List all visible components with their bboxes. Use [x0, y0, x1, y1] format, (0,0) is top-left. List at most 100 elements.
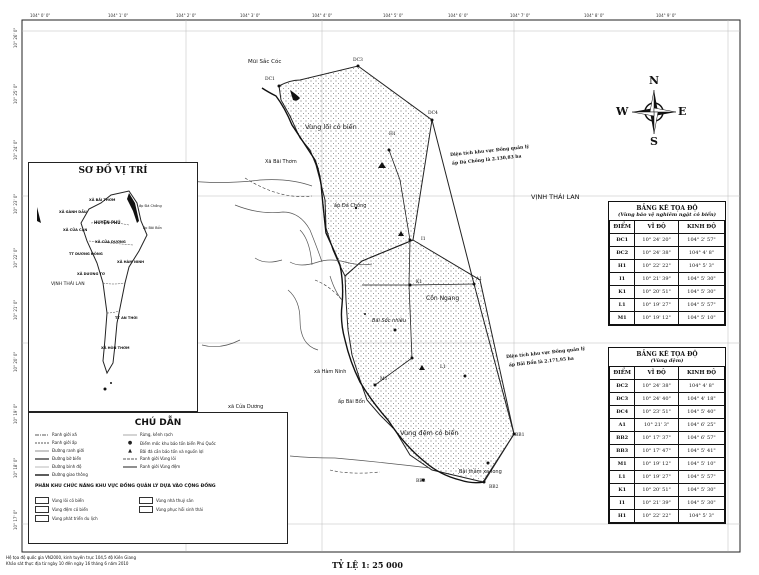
legend-zone-title: PHÂN KHU CHỨC NĂNG KHU VỰC ĐỒNG QUẢN LÝ … [35, 484, 216, 489]
compass-w: W [616, 105, 629, 118]
table-header-row: ĐIỂM VĨ ĐỘ KINH ĐỘ [608, 220, 726, 235]
legend-zone: Vùng phát triển du lịch [35, 515, 98, 522]
legend-zone: Vùng lõi cỏ biển [35, 497, 84, 504]
inset-huyen: HUYỆN PHÚ [94, 220, 121, 225]
table-subtitle: (Vùng bảo vệ nghiêm ngặt cỏ biển) [617, 212, 717, 219]
top-tick: 104° 6' 0" [448, 13, 469, 18]
buffer-boundary [431, 119, 515, 483]
top-tick: 104° 3' 0" [240, 13, 261, 18]
legend-zone: Vùng nhà thuỷ sản [139, 497, 194, 504]
footer-line-1: Hệ tọa độ quốc gia VN2000, kinh tuyến tr… [6, 555, 136, 560]
compass-s: S [650, 135, 658, 148]
legend-item: ●Điểm mốc khu bảo tồn biển Phú Quốc [123, 441, 216, 446]
point-m1: M1 [380, 377, 388, 382]
inset-an-thoi: TT AN THỚI [115, 316, 138, 320]
point-dc4: DC4 [428, 111, 438, 116]
left-tick: 10° 21' 0" [13, 299, 18, 320]
point-bb1: BB1 [515, 433, 525, 438]
label-bai-than: Bãi thẳm xa-long [459, 469, 502, 475]
left-tick: 10° 17' 0" [13, 509, 18, 530]
legend-item: Ranh giới ấp [35, 440, 77, 445]
legend-item: Đường giao thông [35, 472, 88, 477]
label-vinh-thai-lan: VỊNH THÁI LAN [531, 193, 580, 201]
legend-title: CHÚ DẪN [134, 418, 182, 428]
left-tick: 10° 20' 0" [13, 351, 18, 372]
legend-item: Đường ranh giới [35, 448, 85, 453]
label-con-ngang: Cồn Ngang [426, 295, 460, 302]
inset-xa-duong-to: XÃ DƯƠNG TƠ [77, 272, 105, 276]
table-subtitle: (Vùng đệm) [650, 358, 684, 365]
rock-markers [354, 162, 490, 465]
inset-duong-dong: TT DƯƠNG ĐÔNG [69, 252, 103, 256]
point-i1: I1 [421, 237, 426, 242]
point-dc3: DC3 [353, 58, 363, 63]
left-tick: 10° 25' 0" [13, 83, 18, 104]
marker-icon: ● [127, 440, 133, 446]
inset-xa-bai-thom: XÃ BÃI THƠM [89, 198, 116, 202]
inset-vinh-thai-lan: VỊNH THÁI LAN [51, 282, 85, 287]
label-vung-dem: Vùng đệm cỏ biển [400, 429, 459, 437]
label-mui-sac-coc: Mũi Sắc Cóc [248, 59, 282, 65]
legend-item: Ranh giới xã [35, 432, 77, 437]
inset-map [37, 190, 148, 391]
core-inner-line [374, 149, 413, 386]
left-tick: 10° 18' 0" [13, 457, 18, 478]
label-bai-soc-nhieu: Bãi Sốc nhiều [372, 318, 407, 324]
label-ap-bai-bon: ấp Bãi Bổn [338, 399, 365, 405]
top-tick: 104° 2' 0" [176, 13, 197, 18]
legend-item: Ranh giới Vùng đệm [123, 464, 181, 469]
point-k1: K1 [416, 280, 423, 285]
boundary-points [277, 64, 516, 484]
left-tick: 10° 26' 0" [13, 27, 18, 48]
legend-item: Ranh giới Vùng lõi [123, 456, 176, 461]
inset-title: SƠ ĐỒ VỊ TRÍ [78, 166, 148, 176]
inset-xa-cua-can: XÃ CỬA CẠN [63, 228, 88, 232]
label-xa-cua-duong: xã Cửa Dương [228, 404, 264, 410]
roads [179, 179, 431, 469]
table-title: BẢNG KÊ TỌA ĐỘ [636, 205, 698, 212]
left-tick: 10° 23' 0" [13, 193, 18, 214]
legend-item: ▲Bãi đá cần bảo tồn và nguồn lợi [123, 449, 203, 454]
coastline [261, 87, 485, 484]
buffer-zone [344, 239, 515, 483]
left-tick: 10° 22' 0" [13, 247, 18, 268]
point-a1: A1 [476, 277, 483, 282]
point-bb2: BB2 [489, 485, 499, 490]
point-h1: H1 [389, 132, 396, 137]
top-tick: 104° 1' 0" [108, 13, 129, 18]
label-xa-ham-ninh: xã Hàm Ninh [314, 369, 347, 375]
inset-ap-da-chong: ấp Đá Chồng [139, 204, 162, 208]
point-bb3: BB3 [416, 479, 426, 484]
top-tick: 104° 0' 0" [30, 13, 51, 18]
left-tick: 10° 24' 0" [13, 139, 18, 160]
compass-n: N [649, 74, 660, 87]
shore-small [290, 90, 300, 101]
table-title: BẢNG KÊ TỌA ĐỘ [636, 351, 698, 358]
legend-item: Đường bình độ [35, 464, 82, 469]
point-l1: L1 [440, 365, 446, 370]
legend-item: Rừng, kênh rạch [123, 432, 173, 437]
top-tick: 104° 4' 0" [312, 13, 333, 18]
label-ap-da-chong: ấp Đá Chồng [334, 203, 367, 209]
inset-xa-cua-duong: XÃ CỬA DƯƠNG [95, 240, 126, 244]
inset-xa-ham-ninh: XÃ HÀM NINH [117, 260, 145, 264]
rock-icon: ▲ [128, 448, 132, 454]
top-tick: 104° 7' 0" [510, 13, 531, 18]
compass-rose: N S E W [616, 74, 690, 148]
footer-line-2: Khảo sát thực địa từ ngày 10 đến ngày 16… [6, 561, 129, 566]
compass-e: E [678, 105, 687, 118]
